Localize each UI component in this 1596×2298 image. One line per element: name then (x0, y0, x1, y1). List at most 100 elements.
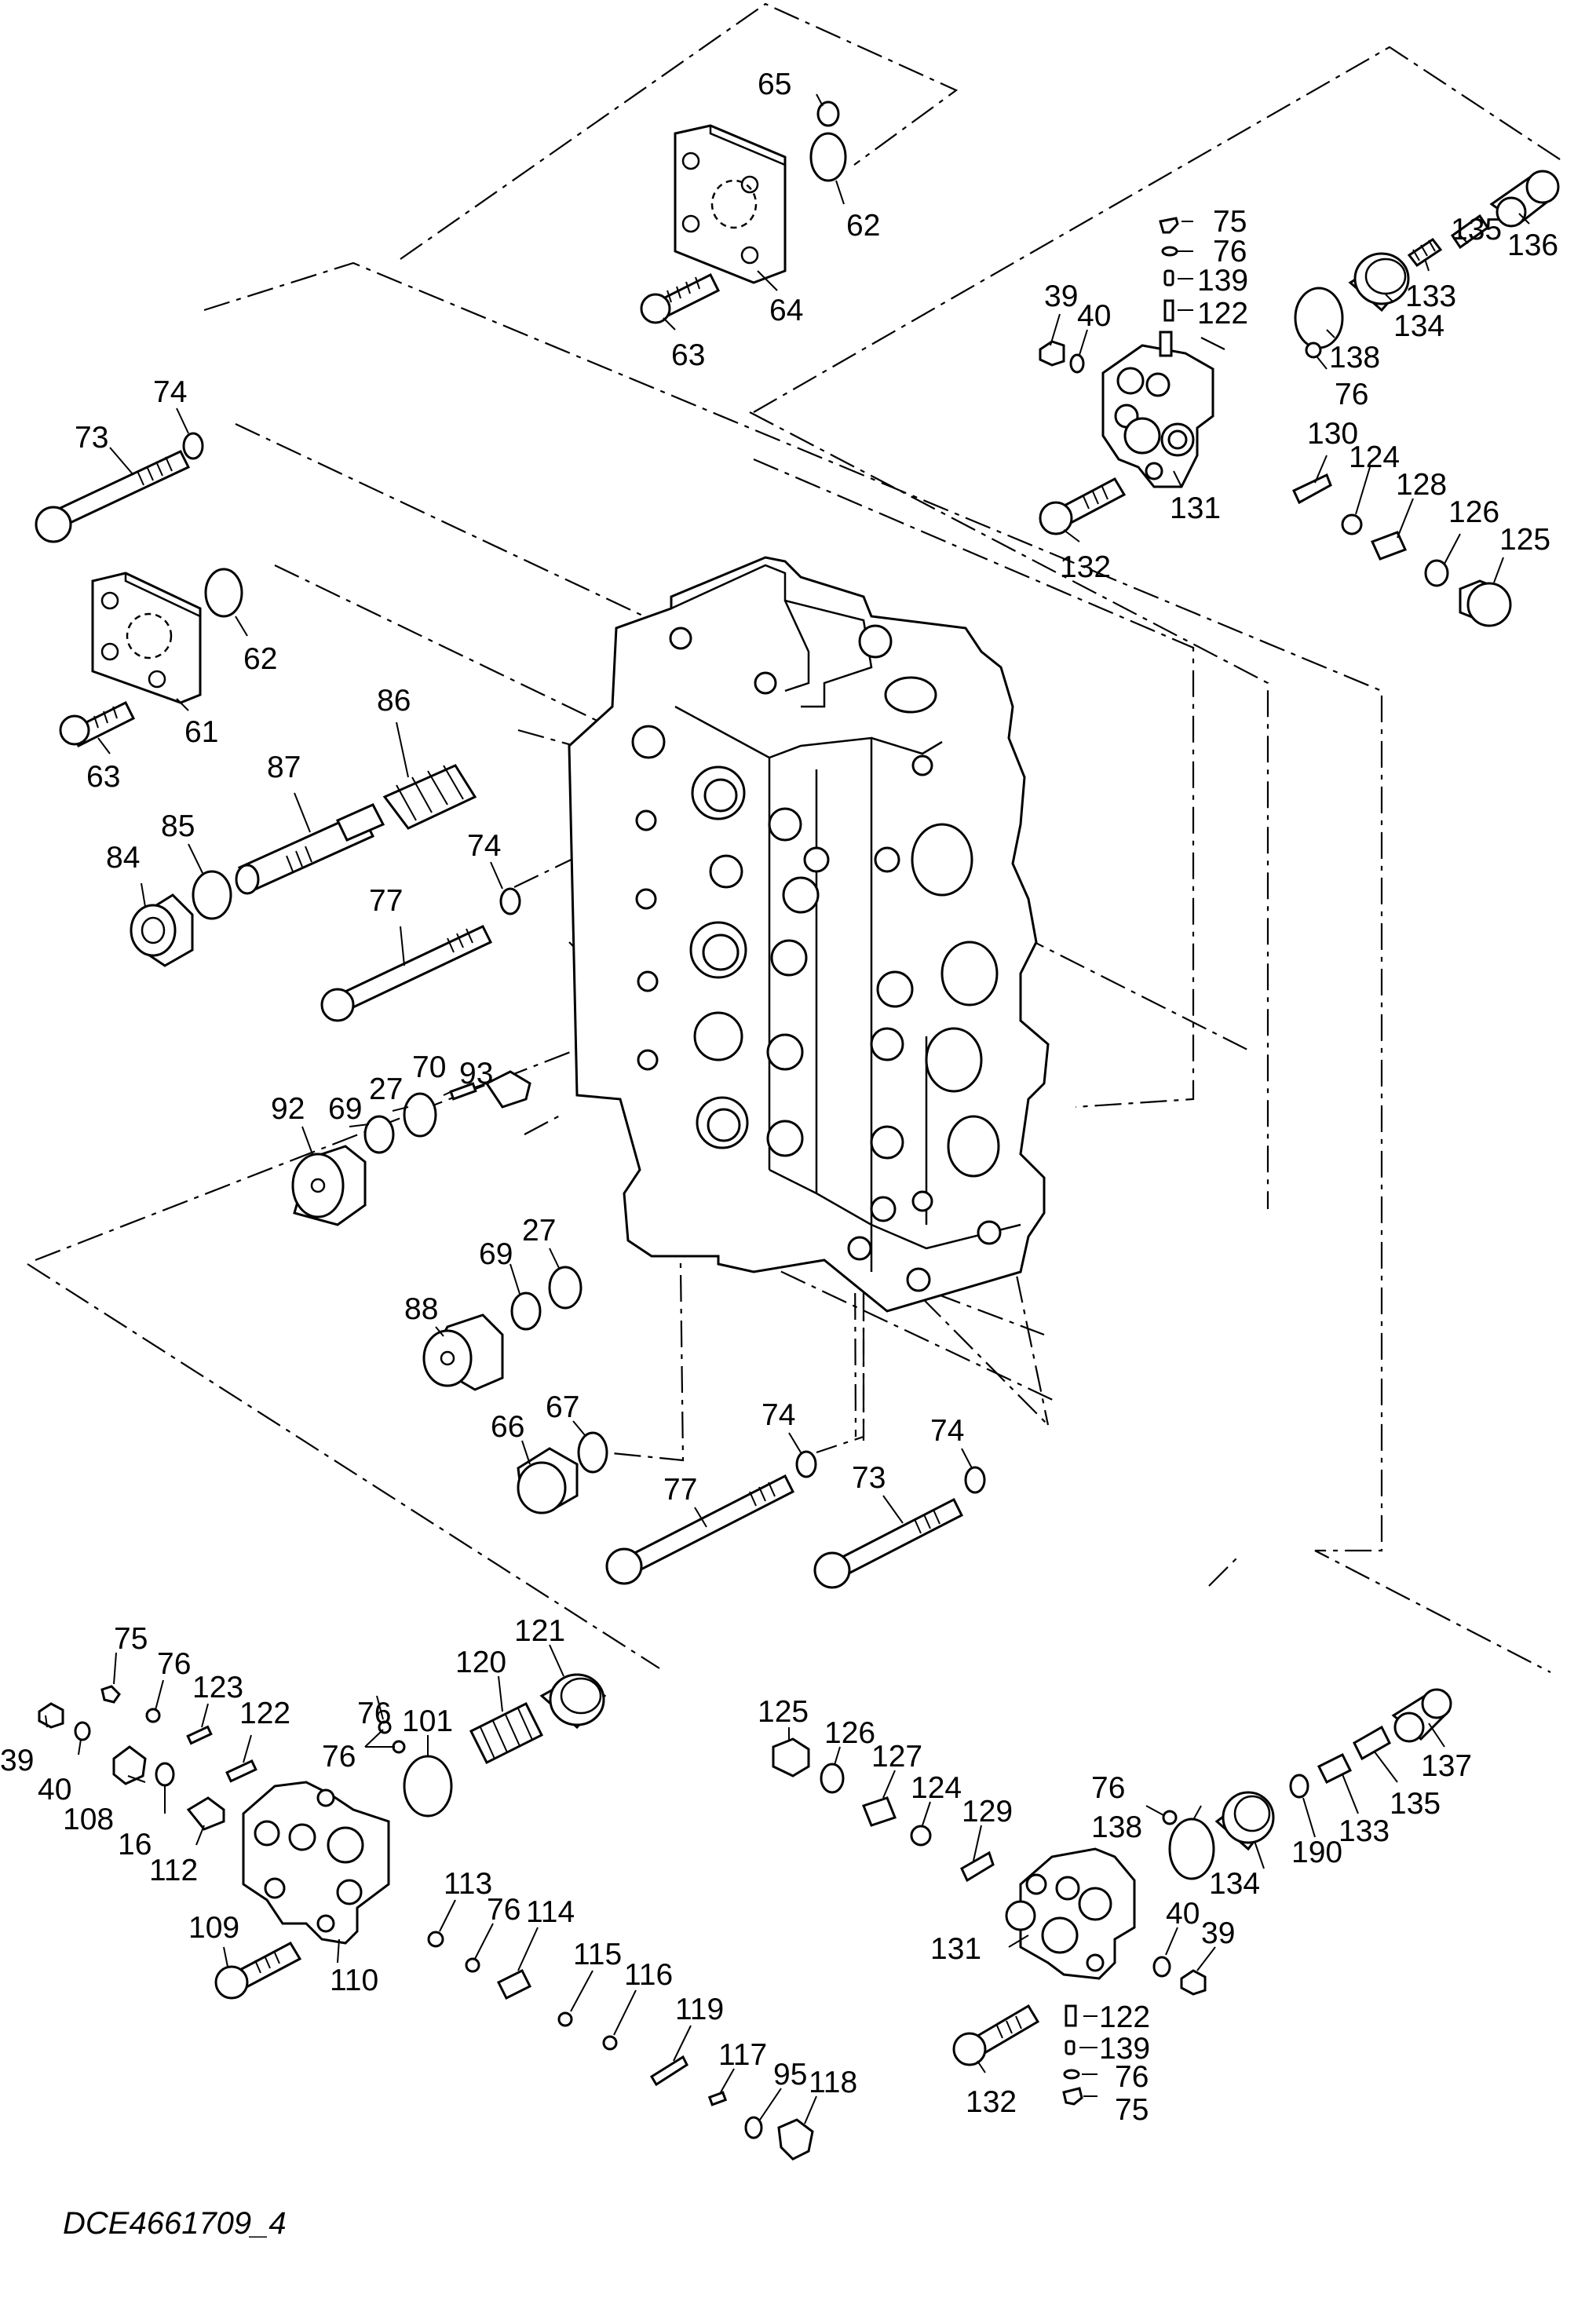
plug-39-br (1180, 1969, 1207, 1996)
callout-73: 73 (852, 1461, 886, 1495)
o-ring-101 (403, 1755, 453, 1818)
callout-101: 101 (402, 1704, 453, 1738)
o-ring-67 (577, 1431, 608, 1474)
plug-75-bl (100, 1685, 121, 1704)
callout-75: 75 (1213, 205, 1247, 239)
spool-87 (235, 803, 385, 895)
callout-69: 69 (479, 1237, 513, 1271)
callout-75: 75 (1115, 2093, 1149, 2127)
callout-27: 27 (369, 1072, 403, 1106)
callout-138: 138 (1329, 341, 1380, 374)
o-ring-74-top-left (182, 432, 204, 460)
plug-75-br (1062, 2087, 1083, 2106)
washer-40-bl (74, 1721, 91, 1741)
poppet-114 (496, 1968, 532, 2000)
callout-130: 130 (1307, 417, 1358, 451)
callout-64: 64 (769, 294, 803, 327)
callout-121: 121 (514, 1614, 565, 1648)
cover-plate-64 (640, 100, 847, 324)
plug-93 (484, 1070, 531, 1109)
bolt-77-mid (320, 925, 493, 1022)
callout-135: 135 (1451, 213, 1502, 247)
callout-86: 86 (377, 684, 411, 718)
callout-134: 134 (1393, 309, 1444, 343)
callout-190: 190 (1291, 1836, 1342, 1869)
callout-126: 126 (824, 1716, 875, 1750)
o-ring-69-a (363, 1115, 395, 1154)
callout-125: 125 (758, 1695, 809, 1729)
o-ring-65 (816, 100, 840, 127)
callout-118: 118 (809, 2066, 857, 2099)
callout-119: 119 (675, 1993, 724, 2026)
callout-67: 67 (546, 1390, 579, 1424)
callout-136: 136 (1507, 228, 1558, 262)
callout-87: 87 (267, 751, 301, 784)
spring-128 (1370, 531, 1408, 561)
callout-39: 39 (1044, 279, 1078, 313)
spring-117 (707, 2091, 728, 2106)
callout-95: 95 (773, 2058, 807, 2092)
callout-92: 92 (271, 1092, 305, 1126)
callout-63: 63 (671, 338, 705, 372)
callout-135: 135 (1390, 1787, 1441, 1821)
o-ring-116 (602, 2035, 618, 2051)
bolt-73-bottom (813, 1497, 964, 1589)
poppet-135-top (1450, 214, 1490, 250)
washer-124-top (1341, 513, 1363, 535)
o-ring-62-left (204, 568, 243, 618)
callout-124: 124 (1349, 440, 1400, 474)
callout-117: 117 (718, 2038, 767, 2072)
plug-118 (777, 2118, 814, 2161)
o-ring-62 (809, 132, 847, 182)
callout-110: 110 (330, 1964, 378, 1997)
callout-27: 27 (522, 1214, 556, 1248)
o-ring-76-g (1162, 1810, 1178, 1825)
bottom-left-valve-assembly (38, 1673, 814, 2161)
callout-122: 122 (239, 1697, 290, 1730)
bolt-109 (214, 1942, 302, 2000)
o-ring-76-top (1305, 342, 1322, 359)
callout-76: 76 (1335, 378, 1368, 411)
callout-131: 131 (930, 1932, 981, 1966)
o-ring-27-a (403, 1092, 437, 1138)
spring-127 (862, 1796, 897, 1827)
pin-122-br (1065, 2004, 1077, 2027)
o-ring-95 (744, 2116, 763, 2139)
callout-65: 65 (758, 68, 791, 101)
poppet-135-br (1353, 1725, 1391, 1761)
callout-109: 109 (188, 1911, 239, 1945)
callout-133: 133 (1339, 1814, 1390, 1848)
drawing-reference: DCE4661709_4 (63, 2206, 287, 2241)
spring-123 (186, 1725, 213, 1745)
callout-39: 39 (0, 1744, 34, 1777)
bolt-63-left (59, 700, 136, 748)
callout-128: 128 (1396, 468, 1447, 502)
callout-76: 76 (1115, 2060, 1149, 2094)
callout-129: 129 (962, 1795, 1013, 1829)
callout-74: 74 (467, 829, 501, 863)
callout-77: 77 (663, 1473, 697, 1507)
callout-74: 74 (930, 1414, 964, 1448)
o-ring-76-e (392, 1740, 406, 1754)
callout-63: 63 (86, 760, 120, 794)
callout-139: 139 (1099, 2032, 1150, 2066)
o-ring-76-bl (145, 1708, 161, 1723)
callout-115: 115 (573, 1938, 622, 1971)
o-ring-76-h (1063, 2069, 1080, 2080)
o-ring-16 (155, 1762, 175, 1787)
callout-85: 85 (161, 809, 195, 843)
poppet-130 (1292, 473, 1332, 505)
spring-133-br (1317, 1752, 1353, 1785)
callout-133: 133 (1405, 279, 1456, 313)
callout-112: 112 (149, 1854, 198, 1887)
callout-76: 76 (157, 1647, 191, 1681)
callout-69: 69 (328, 1092, 362, 1126)
left-side-parts (35, 432, 986, 1589)
o-ring-113 (427, 1931, 444, 1948)
o-ring-138-top (1294, 287, 1344, 349)
leader-lines (45, 93, 1530, 2124)
callout-132: 132 (966, 2085, 1017, 2119)
bolt-63 (640, 272, 721, 324)
callout-75: 75 (114, 1622, 148, 1656)
main-valve-body (568, 556, 1050, 1313)
